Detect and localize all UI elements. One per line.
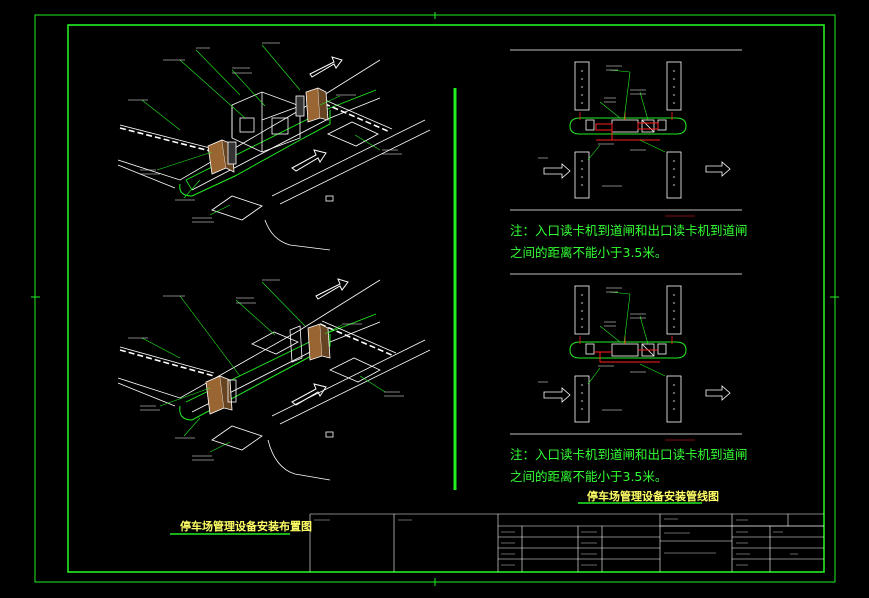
- note-top: 注：入口读卡机到道闸和出口读卡机到道闸 之间的距离不能小于3.5米。: [510, 220, 748, 264]
- layout-diagram-top: [117, 42, 431, 251]
- title-block-text-marks: [314, 518, 798, 566]
- note-top-line1: 注：入口读卡机到道闸和出口读卡机到道闸: [510, 223, 748, 238]
- note-bottom-line2: 之间的距离不能小于3.5米。: [510, 469, 668, 484]
- note-bottom: 注：入口读卡机到道闸和出口读卡机到道闸 之间的距离不能小于3.5米。: [510, 444, 748, 488]
- conduit-plan-top: [510, 49, 742, 217]
- left-drawing-title: 停车场管理设备安装布置图: [180, 520, 312, 533]
- title-block: [309, 513, 824, 572]
- conduit-plan-bottom: [510, 273, 742, 441]
- layout-diagram-bottom: [117, 278, 431, 481]
- note-top-line2: 之间的距离不能小于3.5米。: [510, 245, 668, 260]
- note-bottom-line1: 注：入口读卡机到道闸和出口读卡机到道闸: [510, 447, 748, 462]
- right-drawing-title: 停车场管理设备安装管线图: [587, 490, 719, 503]
- drawing-frame: [31, 12, 839, 586]
